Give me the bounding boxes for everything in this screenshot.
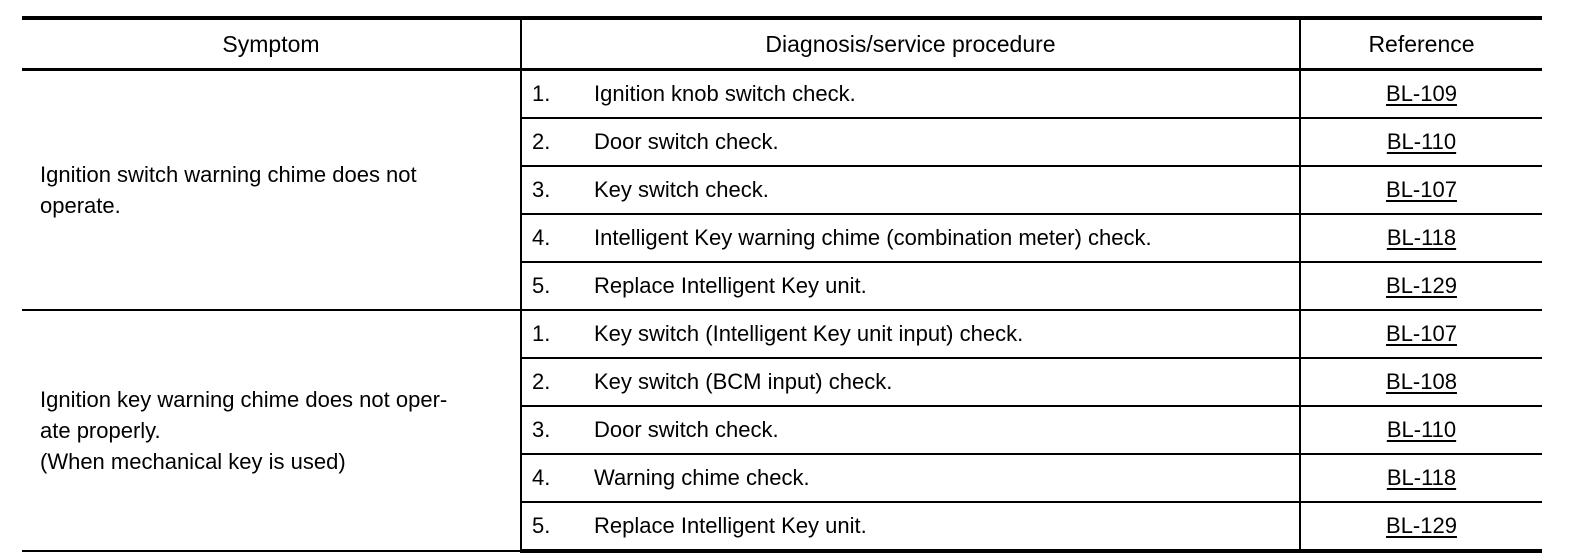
table-body: Ignition switch warning chime does not op… bbox=[22, 69, 1542, 553]
symptom-table-container: Symptom Diagnosis/service procedure Refe… bbox=[22, 16, 1542, 553]
procedure-step-label: Door switch check. bbox=[594, 129, 779, 154]
procedure-step-label: Warning chime check. bbox=[594, 465, 810, 490]
procedure-step-number: 3. bbox=[532, 417, 551, 442]
reference-link[interactable]: BL-107 bbox=[1386, 177, 1457, 202]
symptom-line: Ignition switch warning chime does not bbox=[40, 161, 417, 187]
procedure-cell: 5. Replace Intelligent Key unit. bbox=[520, 502, 1300, 553]
reference-cell: BL-118 bbox=[1299, 214, 1542, 263]
symptom-line: operate. bbox=[40, 193, 121, 218]
reference-cell: BL-129 bbox=[1299, 502, 1542, 553]
procedure-cell: 2. Key switch (BCM input) check. bbox=[520, 358, 1300, 407]
procedure-step-number: 5. bbox=[532, 513, 551, 538]
reference-cell: BL-110 bbox=[1299, 118, 1542, 167]
procedure-step-number: 4. bbox=[532, 225, 551, 250]
procedure-cell: 4. Warning chime check. bbox=[520, 454, 1300, 503]
procedure-row-inner: 5. Replace Intelligent Key unit. bbox=[522, 503, 1299, 549]
procedure-row-inner: 3. Door switch check. bbox=[522, 407, 1299, 453]
symptom-cell: Ignition switch warning chime does not op… bbox=[22, 69, 521, 311]
table-row: 5. Replace Intelligent Key unit. BL-129 bbox=[22, 502, 1542, 553]
procedure-step-label: Key switch (BCM input) check. bbox=[594, 369, 893, 394]
procedure-row-inner: 2. Key switch (BCM input) check. bbox=[522, 359, 1299, 405]
procedure-step-label: Replace Intelligent Key unit. bbox=[594, 513, 867, 538]
procedure-step-number: 1. bbox=[532, 321, 551, 346]
procedure-step-number: 2. bbox=[532, 369, 551, 394]
procedure-step-label: Ignition knob switch check. bbox=[594, 81, 856, 106]
reference-link[interactable]: BL-110 bbox=[1386, 129, 1457, 154]
procedure-row-inner: 4. Warning chime check. bbox=[522, 455, 1299, 501]
symptom-diagnosis-table: Symptom Diagnosis/service procedure Refe… bbox=[22, 16, 1542, 553]
table-header: Symptom Diagnosis/service procedure Refe… bbox=[22, 16, 1542, 71]
procedure-step-label: Key switch check. bbox=[594, 177, 769, 202]
procedure-cell: 3. Door switch check. bbox=[520, 406, 1300, 455]
procedure-step-number: 2. bbox=[532, 129, 551, 154]
procedure-row-inner: 3. Key switch check. bbox=[522, 167, 1299, 213]
procedure-cell: 1. Ignition knob switch check. bbox=[520, 69, 1300, 119]
procedure-step-number: 3. bbox=[532, 177, 551, 202]
procedure-cell: 4. Intelligent Key warning chime (combina… bbox=[520, 214, 1300, 263]
reference-link[interactable]: BL-118 bbox=[1386, 225, 1457, 250]
symptom-line: ate properly. bbox=[40, 417, 161, 443]
procedure-row-inner: 2. Door switch check. bbox=[522, 119, 1299, 165]
reference-cell: BL-129 bbox=[1299, 262, 1542, 311]
procedure-row-inner: 1. Key switch (Intelligent Key unit input… bbox=[522, 311, 1299, 357]
reference-cell: BL-118 bbox=[1299, 454, 1542, 503]
table-row: 4. Warning chime check. BL-118 bbox=[22, 454, 1542, 503]
table-row: 2. Key switch (BCM input) check. BL-108 bbox=[22, 358, 1542, 407]
reference-cell: BL-109 bbox=[1299, 69, 1542, 119]
procedure-cell: 2. Door switch check. bbox=[520, 118, 1300, 167]
reference-link[interactable]: BL-129 bbox=[1386, 273, 1457, 298]
reference-cell: BL-110 bbox=[1299, 406, 1542, 455]
table-row: Ignition switch warning chime does not op… bbox=[22, 69, 1542, 311]
symptom-line: Ignition key warning chime does not oper… bbox=[40, 386, 448, 412]
reference-link[interactable]: BL-108 bbox=[1386, 369, 1457, 394]
symptom-text: Ignition key warning chime does not oper… bbox=[40, 384, 502, 478]
table-row: 5. Replace Intelligent Key unit. BL-129 bbox=[22, 262, 1542, 311]
procedure-row-inner: 1. Ignition knob switch check. bbox=[522, 71, 1299, 117]
procedure-step-number: 4. bbox=[532, 465, 551, 490]
reference-cell: BL-107 bbox=[1299, 166, 1542, 215]
column-header-procedure: Diagnosis/service procedure bbox=[520, 16, 1300, 71]
procedure-step-label: Key switch (Intelligent Key unit input) … bbox=[594, 321, 1024, 346]
procedure-cell: 1. Key switch (Intelligent Key unit input… bbox=[520, 310, 1300, 359]
table-row: 3. Door switch check. BL-110 bbox=[22, 406, 1542, 455]
procedure-step-number: 5. bbox=[532, 273, 551, 298]
reference-link[interactable]: BL-109 bbox=[1386, 81, 1457, 106]
reference-link[interactable]: BL-107 bbox=[1386, 321, 1457, 346]
procedure-step-label: Intelligent Key warning chime (combinati… bbox=[594, 225, 1152, 250]
column-header-symptom: Symptom bbox=[22, 16, 521, 71]
procedure-step-number: 1. bbox=[532, 81, 551, 106]
symptom-cell: Ignition key warning chime does not oper… bbox=[22, 310, 521, 552]
symptom-text: Ignition switch warning chime does not op… bbox=[40, 159, 502, 221]
table-row: 4. Intelligent Key warning chime (combina… bbox=[22, 214, 1542, 263]
symptom-line: (When mechanical key is used) bbox=[40, 449, 346, 475]
procedure-step-label: Door switch check. bbox=[594, 417, 779, 442]
reference-cell: BL-108 bbox=[1299, 358, 1542, 407]
reference-link[interactable]: BL-129 bbox=[1386, 513, 1457, 538]
procedure-cell: 3. Key switch check. bbox=[520, 166, 1300, 215]
table-row: 3. Key switch check. BL-107 bbox=[22, 166, 1542, 215]
reference-cell: BL-107 bbox=[1299, 310, 1542, 359]
procedure-cell: 5. Replace Intelligent Key unit. bbox=[520, 262, 1300, 311]
reference-link[interactable]: BL-110 bbox=[1386, 417, 1457, 442]
procedure-row-inner: 4. Intelligent Key warning chime (combina… bbox=[522, 215, 1299, 261]
procedure-step-label: Replace Intelligent Key unit. bbox=[594, 273, 867, 298]
table-row: 2. Door switch check. BL-110 bbox=[22, 118, 1542, 167]
reference-link[interactable]: BL-118 bbox=[1386, 465, 1457, 490]
table-row: Ignition key warning chime does not oper… bbox=[22, 310, 1542, 552]
column-header-reference: Reference bbox=[1299, 16, 1542, 71]
header-row: Symptom Diagnosis/service procedure Refe… bbox=[22, 16, 1542, 71]
procedure-row-inner: 5. Replace Intelligent Key unit. bbox=[522, 263, 1299, 309]
